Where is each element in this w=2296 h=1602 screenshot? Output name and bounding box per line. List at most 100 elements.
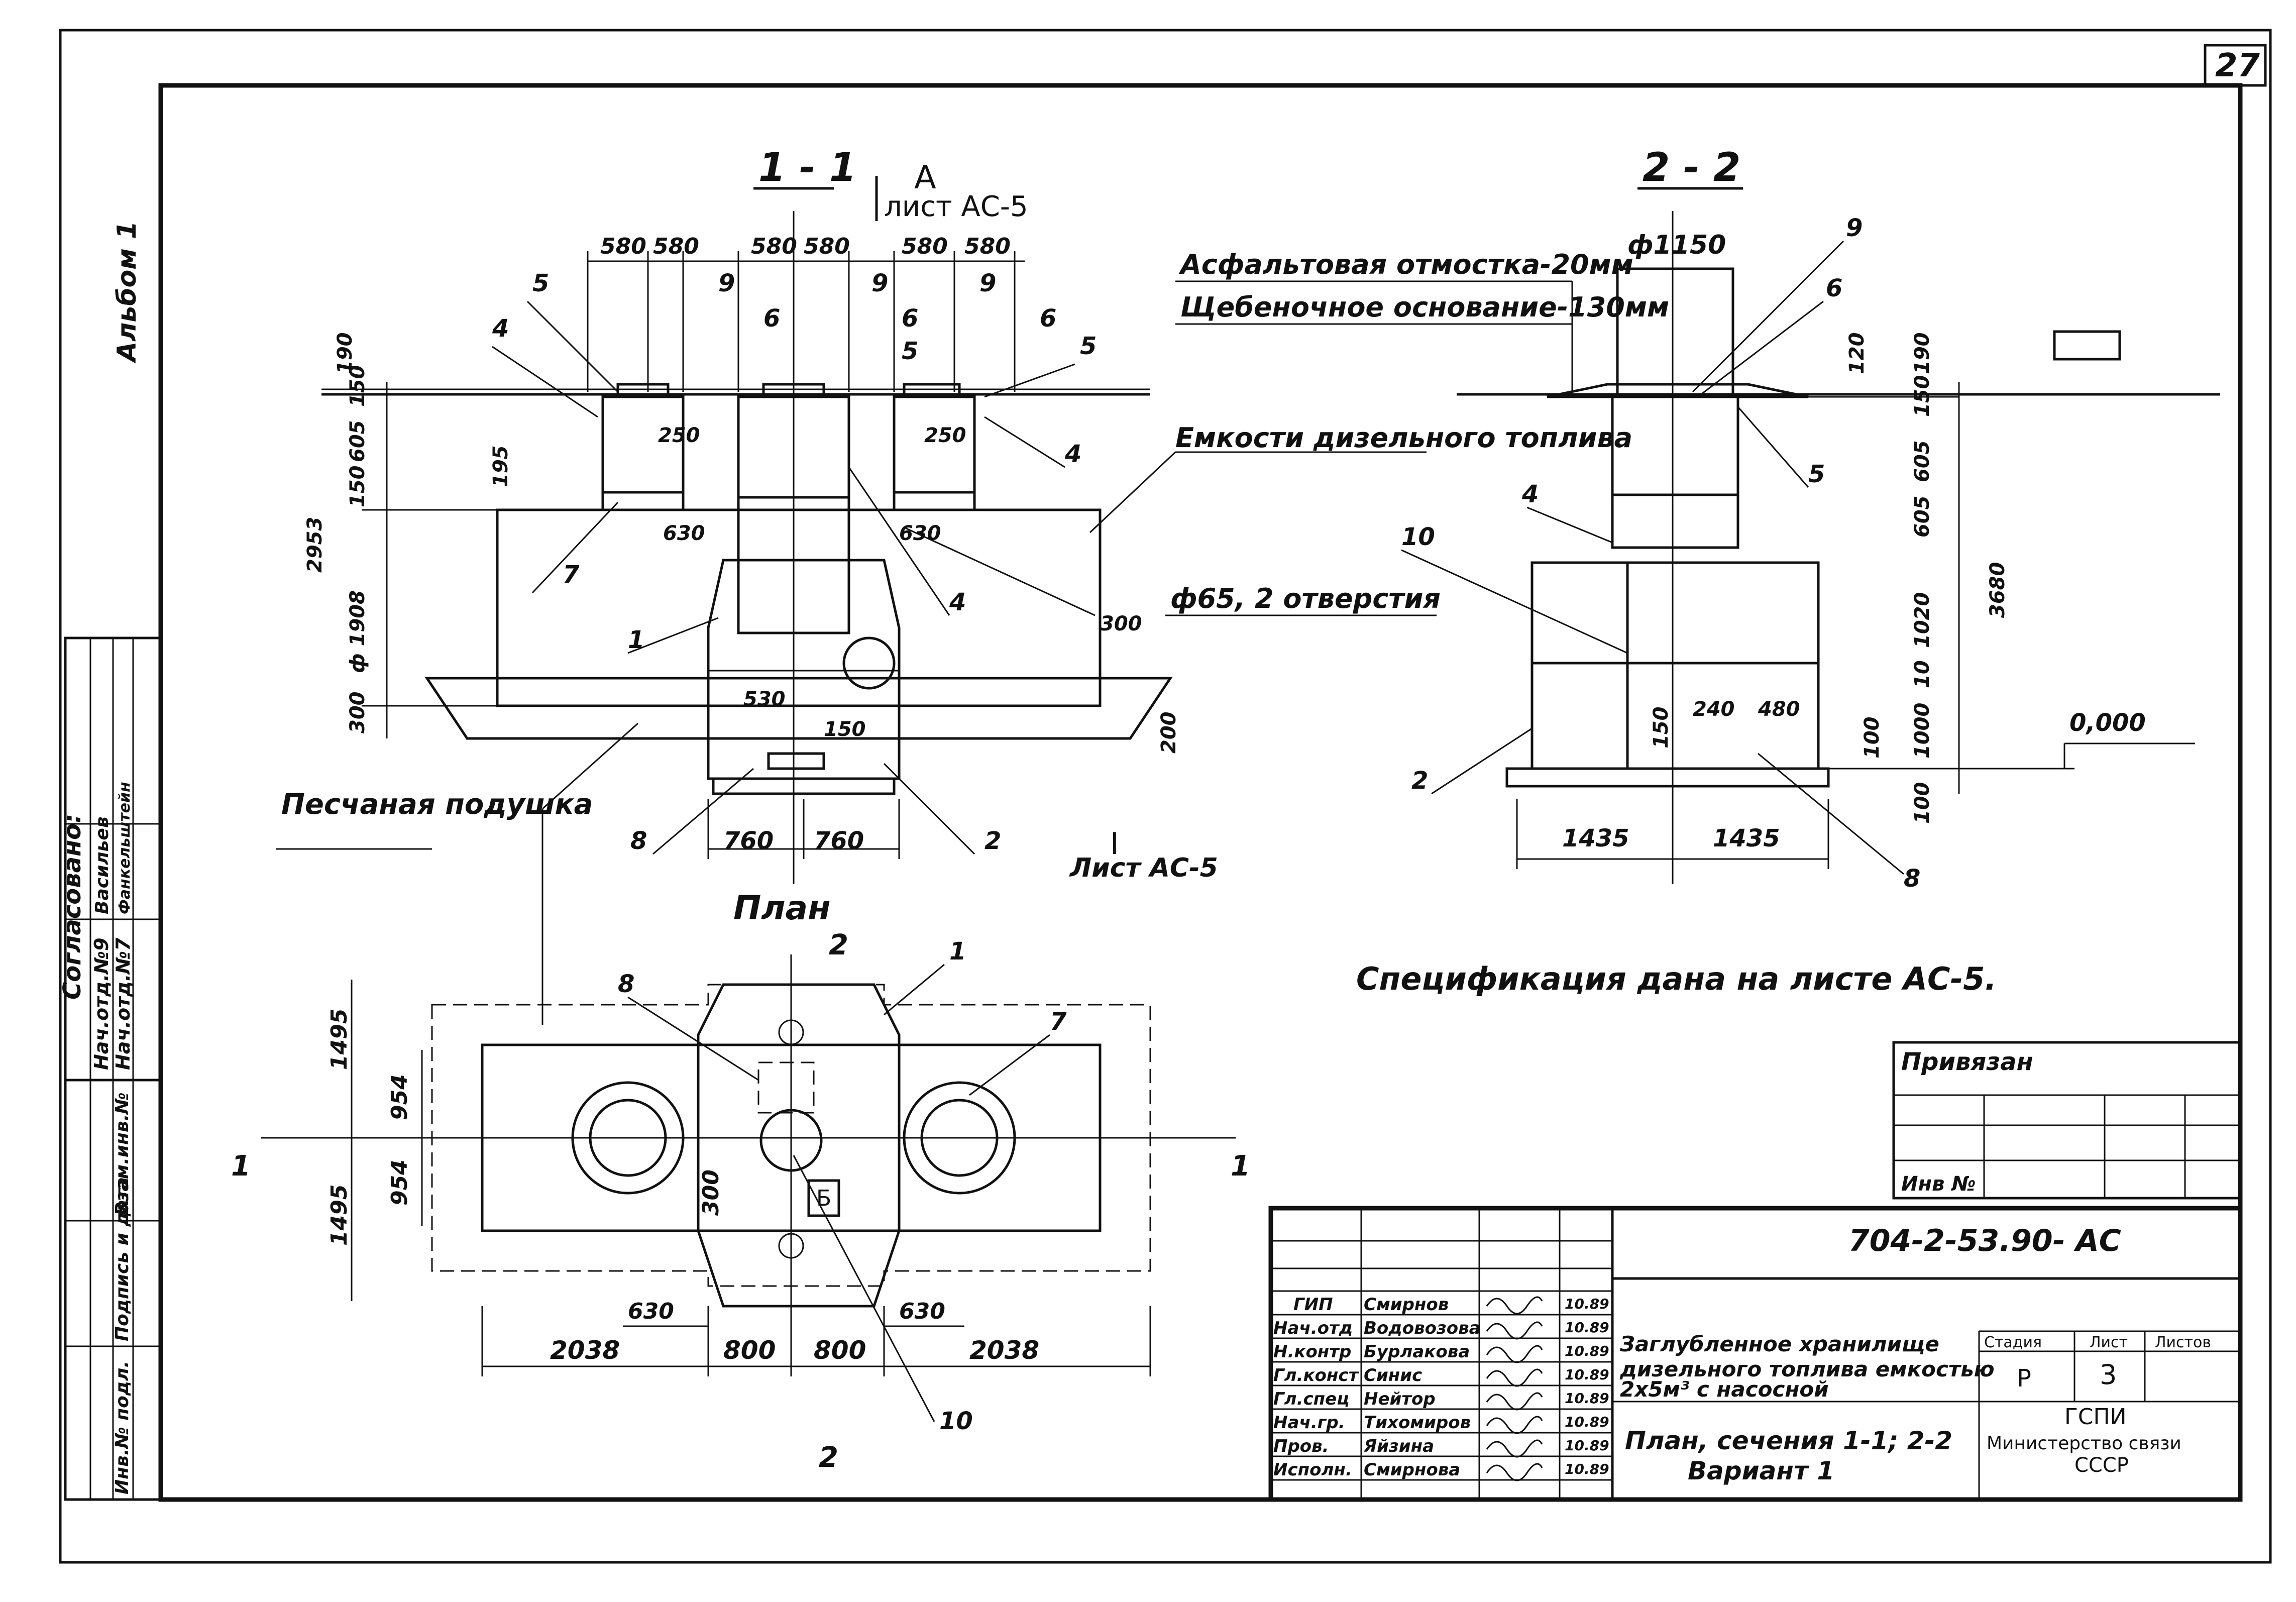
level-label: 0,000 <box>2069 709 2146 737</box>
svg-text:Нач.отд: Нач.отд <box>1273 1318 1353 1338</box>
approval-name-1: Васильев <box>92 816 113 914</box>
svg-text:954: 954 <box>387 1074 412 1120</box>
svg-text:6: 6 <box>1826 274 1842 302</box>
svg-text:4: 4 <box>492 314 509 343</box>
view-arrow-label: А <box>914 159 936 196</box>
svg-text:2038: 2038 <box>969 1336 1039 1365</box>
svg-text:580: 580 <box>902 234 948 259</box>
svg-text:ф 1908: ф 1908 <box>346 590 369 673</box>
inv-label-2: Подпись и дата <box>112 1177 133 1341</box>
section-1-1 <box>321 211 1173 884</box>
diameter-label: ф1150 <box>1627 230 1726 260</box>
svg-text:8: 8 <box>1904 865 1920 893</box>
plan-cut-marks: 1 1 2 2 <box>231 929 1250 1474</box>
svg-text:Яйзина: Яйзина <box>1363 1436 1434 1456</box>
approved-title: Согласовано: <box>58 814 86 1000</box>
org-line-1: ГСПИ <box>2064 1404 2127 1430</box>
svg-text:760: 760 <box>723 827 774 855</box>
box-b-label: Б <box>816 1186 831 1211</box>
svg-text:580: 580 <box>600 234 646 259</box>
svg-text:4: 4 <box>949 588 966 616</box>
label-holes: ф65, 2 отверстия <box>1170 583 1441 614</box>
svg-text:1: 1 <box>949 937 966 966</box>
plan-title: План <box>733 889 831 927</box>
svg-text:1: 1 <box>231 1150 251 1183</box>
svg-text:300: 300 <box>346 692 369 734</box>
svg-text:4: 4 <box>1064 440 1081 468</box>
svg-text:580: 580 <box>804 234 850 259</box>
svg-text:5: 5 <box>532 269 549 297</box>
box-b <box>807 1179 840 1217</box>
svg-text:Синис: Синис <box>1364 1365 1422 1385</box>
svg-text:190: 190 <box>334 333 357 375</box>
svg-text:9: 9 <box>979 269 996 297</box>
svg-text:150: 150 <box>346 466 369 508</box>
svg-text:Бурлакова: Бурлакова <box>1364 1342 1470 1362</box>
svg-text:Н.контр: Н.контр <box>1273 1342 1351 1362</box>
svg-text:1495: 1495 <box>326 1185 352 1246</box>
svg-text:300: 300 <box>1100 612 1142 635</box>
svg-text:10.89: 10.89 <box>1565 1319 1609 1336</box>
section-1-1-markers: 5 4 9 6 6 9 5 6 9 5 4 7 1 4 8 2 <box>492 269 1097 855</box>
svg-text:1000: 1000 <box>1911 703 1934 759</box>
svg-text:10.89: 10.89 <box>1565 1390 1609 1407</box>
svg-text:9: 9 <box>871 269 888 297</box>
inv-label-3: Взам.инв.№ <box>112 1092 133 1216</box>
staff-dates: 10.89 10.89 10.89 10.89 10.89 10.89 10.8… <box>1565 1296 1609 1477</box>
svg-text:2: 2 <box>985 827 1001 855</box>
svg-text:300: 300 <box>698 1169 724 1216</box>
svg-text:10.89: 10.89 <box>1565 1414 1609 1430</box>
approval-name-2: Фанкельштейн <box>116 782 134 914</box>
svg-text:605: 605 <box>346 420 369 463</box>
sheets-header: Листов <box>2155 1334 2211 1351</box>
svg-text:Смирнов: Смирнов <box>1364 1295 1449 1315</box>
svg-text:10.89: 10.89 <box>1565 1296 1609 1312</box>
org-line-3: СССР <box>2074 1454 2129 1477</box>
svg-text:6: 6 <box>1040 304 1056 333</box>
album-label: Альбом 1 <box>112 221 142 364</box>
svg-text:250: 250 <box>924 424 966 447</box>
approval-strip <box>64 636 162 1501</box>
svg-text:580: 580 <box>653 234 699 259</box>
svg-text:120: 120 <box>1845 333 1869 375</box>
svg-text:10.89: 10.89 <box>1565 1343 1609 1359</box>
svg-text:1435: 1435 <box>1713 824 1780 852</box>
section-1-1-top-dims: 580 580 580 580 580 580 <box>600 234 1011 259</box>
svg-text:190: 190 <box>1911 333 1934 375</box>
svg-text:Нейтор: Нейтор <box>1364 1389 1436 1409</box>
sheet-title-1: План, сечения 1-1; 2-2 <box>1625 1426 1952 1455</box>
svg-text:630: 630 <box>899 1299 945 1324</box>
svg-text:5: 5 <box>902 337 918 365</box>
svg-text:2953: 2953 <box>303 517 326 573</box>
svg-text:10: 10 <box>939 1407 973 1435</box>
section-2-2 <box>1457 211 2220 884</box>
plan-bottom-dims: 2038 800 800 2038 <box>550 1336 1039 1365</box>
title-block <box>1268 1206 2243 1502</box>
svg-text:800: 800 <box>814 1336 866 1365</box>
section-2-2-markers: 9 6 4 5 10 2 8 <box>1401 214 1920 893</box>
object-line-3: 2х5м³ с насосной <box>1620 1377 1829 1402</box>
label-sand: Песчаная подушка <box>281 788 593 821</box>
plan-markers: 8 1 7 10 <box>618 937 1067 1435</box>
svg-text:5: 5 <box>1080 332 1097 360</box>
spec-note: Спецификация дана на листе АС-5. <box>1356 960 1997 997</box>
approval-dept-2: Нач.отд.№7 <box>112 937 134 1070</box>
staff-signatures <box>1486 1296 1543 1481</box>
cut-sheet-label: Лист АС-5 <box>1069 853 1218 883</box>
inv-label-1: Инв.№ подл. <box>112 1361 133 1494</box>
svg-text:760: 760 <box>814 827 864 855</box>
plan-small-dims: 630 630 <box>628 1299 945 1324</box>
svg-text:Водовозова: Водовозова <box>1364 1318 1481 1338</box>
svg-text:Гл.спец: Гл.спец <box>1273 1389 1349 1409</box>
svg-text:9: 9 <box>1846 214 1863 242</box>
svg-text:10: 10 <box>1911 660 1934 688</box>
svg-text:Пров.: Пров. <box>1273 1436 1329 1456</box>
plan-leaders <box>627 964 1050 1422</box>
svg-text:10.89: 10.89 <box>1565 1366 1609 1383</box>
svg-text:150: 150 <box>1911 375 1934 417</box>
label-tank: Емкости дизельного топлива <box>1175 422 1632 454</box>
svg-text:150: 150 <box>824 718 866 741</box>
label-sand-leader-2 <box>541 722 639 810</box>
svg-text:Гл.конст: Гл.конст <box>1273 1365 1360 1385</box>
doc-code: 704-2-53.90- АС <box>1848 1223 2121 1258</box>
